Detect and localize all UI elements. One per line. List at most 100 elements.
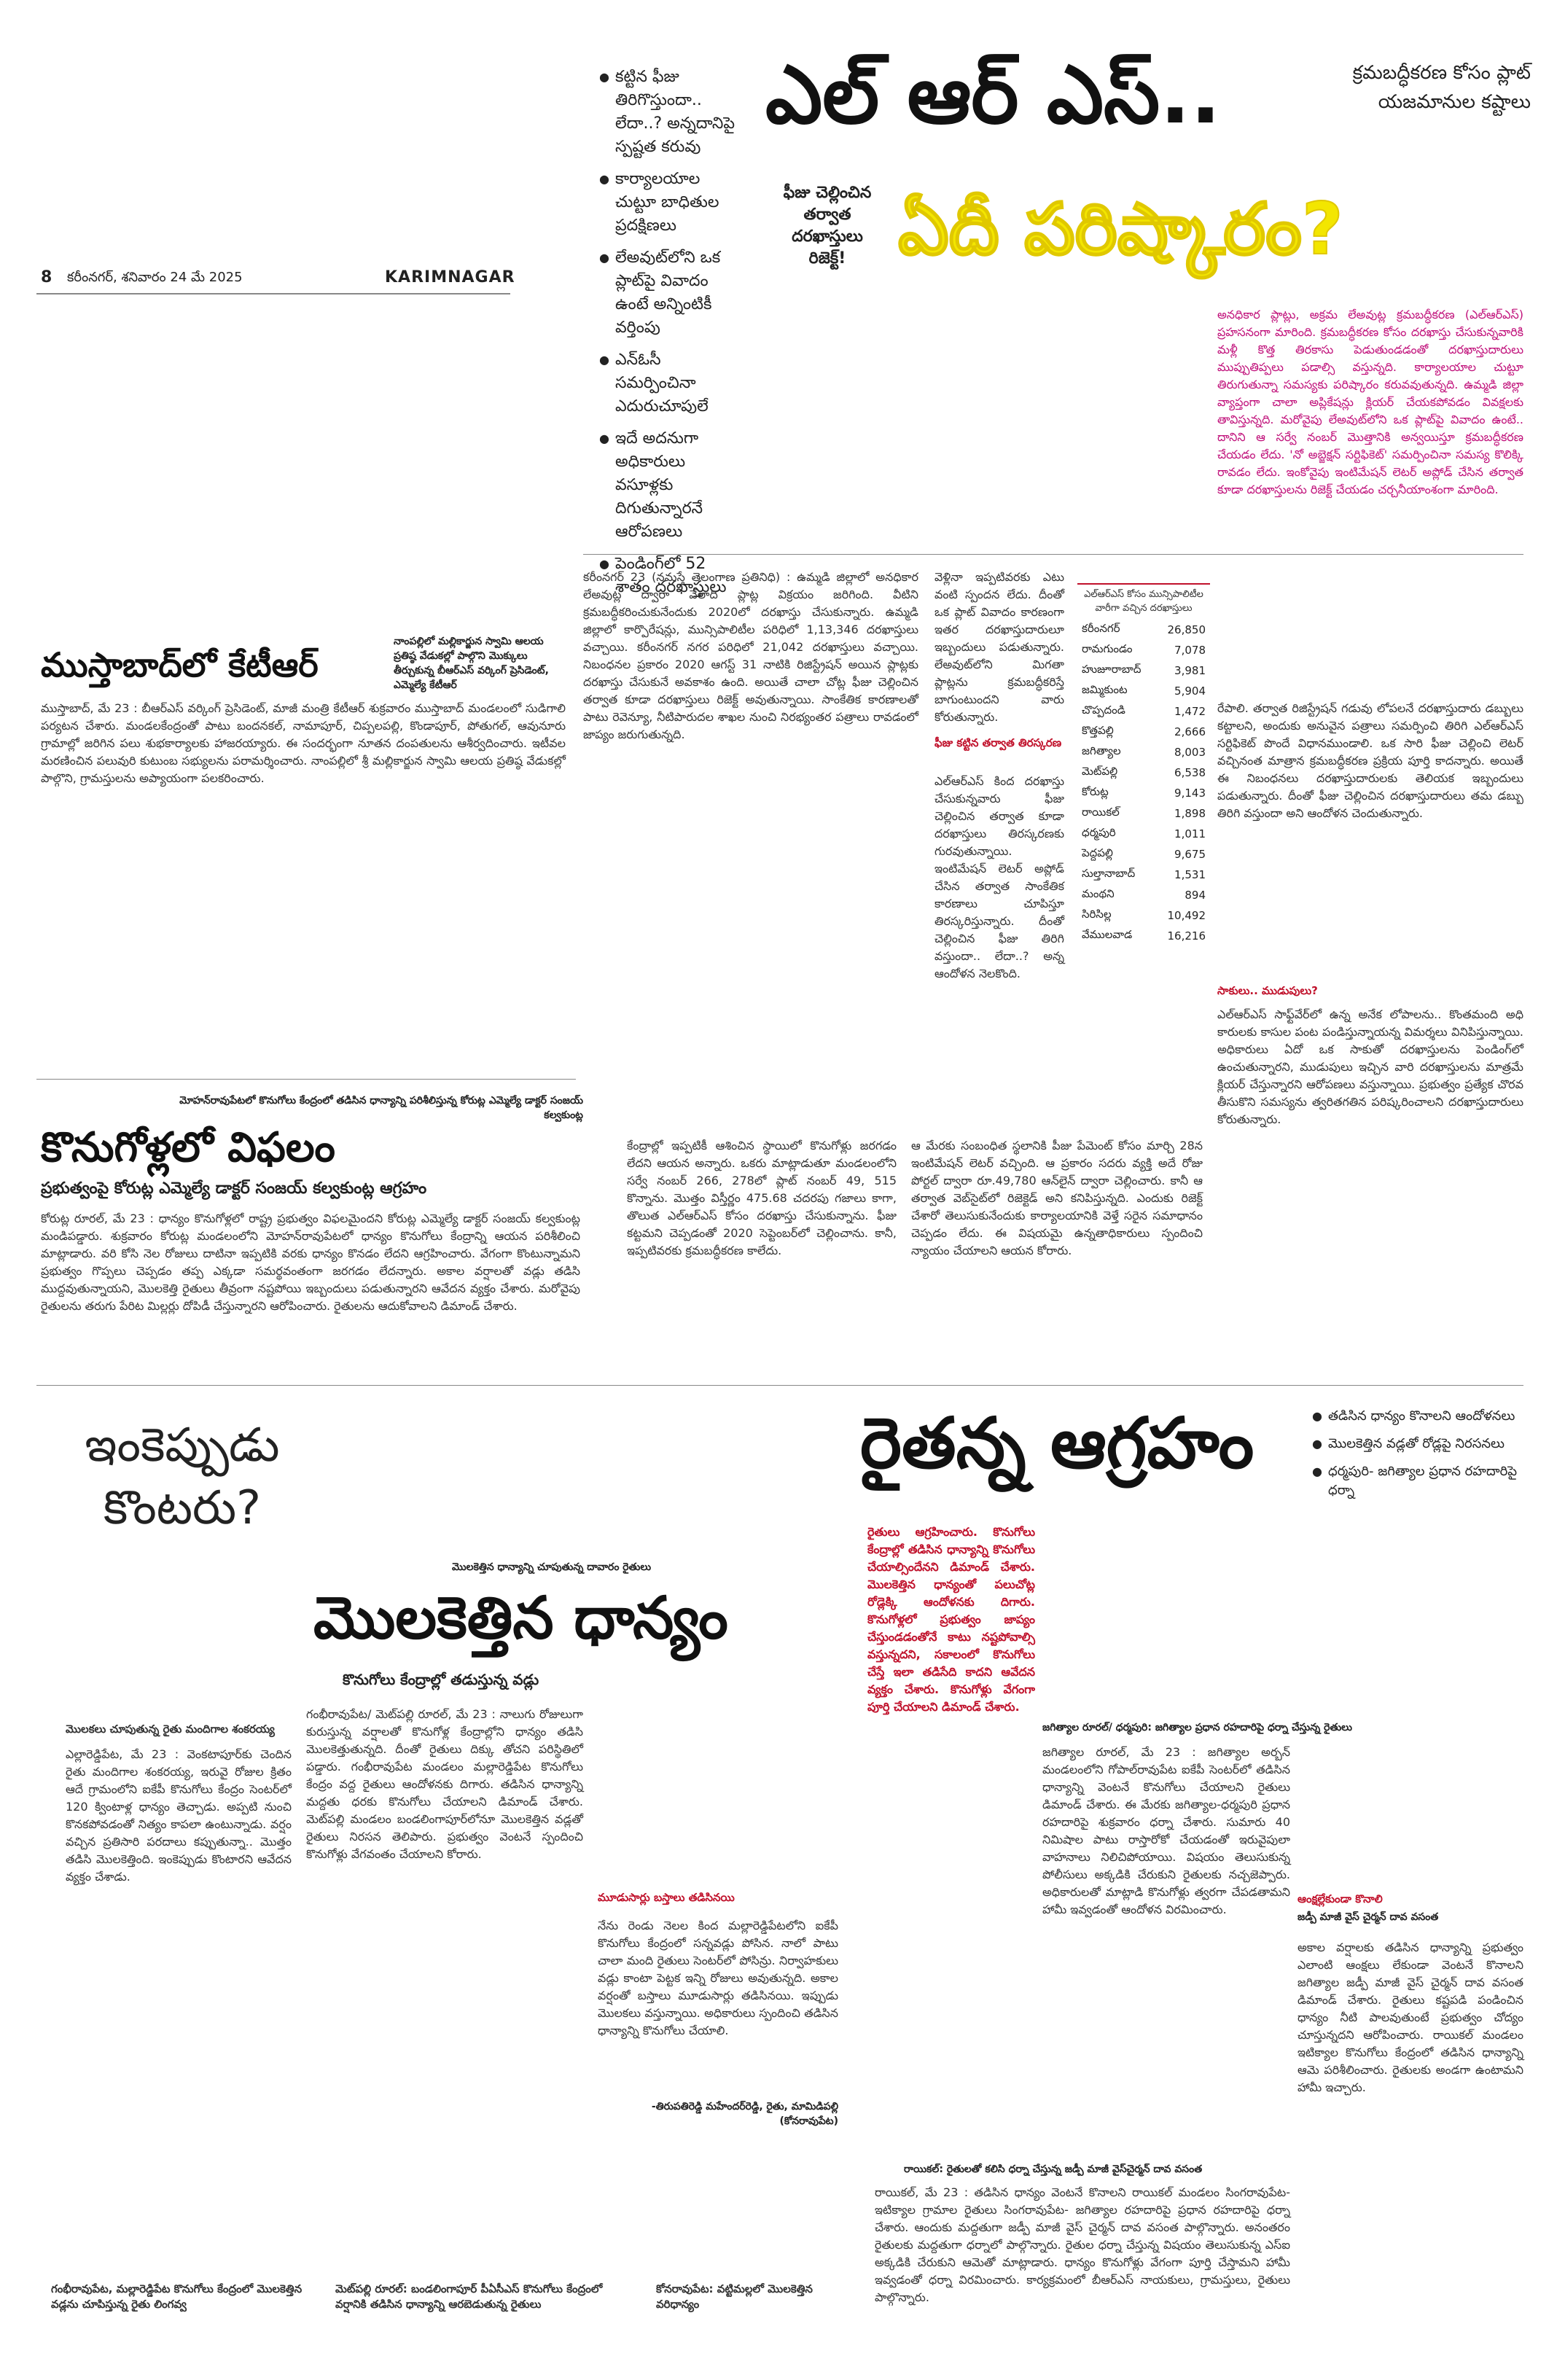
sprout-col-2: గంభీరావుపేట/ మెట్‌పల్లి రూరల్, మే 23 : న… (306, 1707, 583, 1861)
lrs-divider (583, 554, 1523, 555)
ktr-headline: ముస్తాబాద్‌లో కేటీఆర్ (41, 645, 319, 684)
sprout-kicker: మొలకెత్తిన ధాన్యాన్ని చూపుతున్న దావారం ర… (452, 1561, 652, 1573)
table-cell-town: సుల్తానాబాద్ (1082, 867, 1136, 880)
table-cell-town: సిరిసిల్ల (1082, 908, 1112, 921)
table-row: చొప్పదండి 1,472 (1077, 701, 1210, 722)
table-cell-town: పెద్దపల్లి (1082, 846, 1113, 859)
farmer-bullet: ధర్మపురి- జగిత్యాల ప్రధాన రహదారిపై ధర్నా (1312, 1462, 1523, 1500)
table-cell-town: రాయికల్ (1082, 805, 1120, 819)
lrs-headline-2: ఏదీ పరిష్కారం? (897, 187, 1344, 272)
purchase-kicker: మోహన్‌రావుపేటలో కొనుగోలు కేంద్రంలో తడిసి… (179, 1095, 583, 1121)
table-cell-count: 8,003 (1174, 746, 1206, 759)
table-cell-count: 1,011 (1174, 827, 1206, 840)
dateline: కరీంనగర్, శనివారం 24 మే 2025 (67, 270, 243, 285)
bottom-caption-1: గంభీరావుపేట, మల్లారెడ్డిపేట కొనుగోలు కేం… (51, 2282, 303, 2311)
pending-table-caption: ఎల్‌ఆర్‌ఎస్ కోసం మున్సిపాలిటీల వారీగా వచ… (1084, 589, 1203, 614)
farmer-bullet: మొలకెత్తిన వడ్లతో రోడ్లపై నిరసనలు (1312, 1435, 1523, 1454)
table-row: కొత్తపల్లి 2,666 (1077, 722, 1210, 742)
table-cell-town: మంథని (1082, 887, 1115, 900)
purchase-col-1: కేంద్రాల్లో ఇప్పటికీ ఆశించిన స్థాయిలో కొ… (627, 1139, 897, 1257)
table-cell-count: 10,492 (1167, 909, 1206, 922)
dharmapuri-kicker: జగిత్యాల రూరల్/ ధర్మపురి: జగిత్యాల ప్రధా… (1042, 1722, 1352, 1733)
raikal-body: రాయికల్, మే 23 : తడిసిన ధాన్యం వెంటనే కొ… (875, 2185, 1290, 2304)
lrs-right-subhead: సాకులు.. ముడుపులు? (1217, 984, 1318, 997)
table-cell-town: చొప్పదండి (1082, 703, 1125, 717)
lrs-bullet: ఇదే అదనుగా అధికారులు వసూళ్లకు దిగుతున్నా… (599, 427, 739, 544)
page-number: 8 (41, 268, 52, 286)
bottom-caption-2: మెట్‌పల్లి రూరల్: బండలింగాపూర్ పీఏసీఎస్ … (335, 2282, 603, 2311)
table-cell-count: 16,216 (1167, 929, 1206, 943)
table-cell-town: రామగుండం (1082, 642, 1133, 655)
table-row: ధర్మపురి 1,011 (1077, 824, 1210, 844)
table-cell-count: 26,850 (1167, 623, 1206, 636)
lrs-right-col: రేపాలి. తర్వాత రిజిస్ట్రేషన్ గడువు లోపలన… (1217, 701, 1523, 820)
sprout-quote: నేను రెండు నెలల కింద మల్లారెడ్డిపేటలోని … (598, 1919, 838, 2037)
lrs-subhead-1: ఫీజు కట్టిన తర్వాత తిరస్కరణ (934, 736, 1062, 749)
farmer-question: ఇంకెప్పుడు కొంటరు? (85, 1419, 280, 1535)
farmer-bullet-list: తడిసిన ధాన్యం కొనాలని ఆందోళనలు మొలకెత్తి… (1312, 1407, 1523, 1509)
table-cell-town: మెట్‌పల్లి (1082, 765, 1118, 778)
table-cell-town: వేములవాడ (1082, 928, 1133, 941)
farmer-headline: రైతన్న ఆగ్రహం (860, 1402, 1254, 1484)
table-row: రామగుండం 7,078 (1077, 640, 1210, 660)
bottom-caption-3: కోనరావుపేట: వట్టిమల్లలో మొలకెత్తిన వరిధా… (656, 2282, 813, 2311)
lrs-intro: అనధికార ప్లాట్లు, అక్రమ లేఅవుట్ల క్రమబద్… (1217, 308, 1523, 496)
table-row: సిరిసిల్ల 10,492 (1077, 905, 1210, 926)
table-row: మంథని 894 (1077, 885, 1210, 905)
table-cell-count: 5,904 (1174, 684, 1206, 698)
table-cell-count: 1,898 (1174, 807, 1206, 820)
table-row: మెట్‌పల్లి 6,538 (1077, 762, 1210, 783)
table-cell-count: 9,143 (1174, 787, 1206, 800)
table-cell-count: 1,531 (1174, 868, 1206, 881)
table-cell-town: హుజూరాబాద్ (1082, 663, 1142, 676)
lrs-col-1: కరీంనగర్ 23 (నమస్తే తెలంగాణ ప్రతినిధి) :… (583, 570, 918, 741)
dharmapuri-body-2: అకాల వర్షాలకు తడిసిన ధాన్యాన్ని ప్రభుత్వ… (1298, 1940, 1523, 2094)
left-divider-1 (36, 1079, 576, 1080)
table-row: పెద్దపల్లి 9,675 (1077, 844, 1210, 865)
table-cell-count: 1,472 (1174, 705, 1206, 718)
lrs-bullet: పెండింగ్‌లో 52 శాతం దరఖాస్తులు (599, 553, 739, 599)
dharmapuri-subhead: ఆంక్షల్లేకుండా కొనాలి (1298, 1892, 1383, 1905)
table-row: హుజూరాబాద్ 3,981 (1077, 660, 1210, 681)
table-row: కరీంనగర్ 26,850 (1077, 620, 1210, 640)
table-cell-count: 2,666 (1174, 725, 1206, 738)
middle-divider (36, 1385, 1523, 1386)
purchase-body: కోరుట్ల రూరల్, మే 23 : ధాన్యం కొనుగోళ్లల… (41, 1212, 580, 1313)
purchase-deck: ప్రభుత్వంపై కోరుట్ల ఎమ్మెల్యే డాక్టర్ సం… (41, 1179, 427, 1198)
table-cell-town: కొత్తపల్లి (1082, 724, 1114, 737)
purchase-headline: కొనుగోళ్లలో విఫలం (41, 1124, 335, 1171)
purchase-col-2: ఆ మేరకు సంబంధిత స్థలానికి పీజు పేమెంట్ క… (911, 1139, 1203, 1257)
lrs-col-2b: ఎల్‌ఆర్‌ఎస్ కింద దరఖాస్తు చేసుకున్నవారు … (934, 774, 1064, 980)
pending-table: కరీంనగర్ 26,850 రామగుండం 7,078 హుజూరాబాద్ 3,9… (1077, 620, 1210, 946)
table-cell-town: కరీంనగర్ (1082, 622, 1120, 635)
sprout-col-1: ఎల్లారెడ్డిపేట, మే 23 : వెంకటాపూర్‌కు చె… (66, 1747, 292, 1884)
sprout-headline: మొలకెత్తిన ధాన్యం (313, 1584, 728, 1652)
table-cell-count: 6,538 (1174, 766, 1206, 779)
sprout-quote-by: -తిరుపతిరెడ్డి మహేందర్‌రెడ్డి, రైతు, మామ… (651, 2101, 838, 2127)
table-row: వేములవాడ 16,216 (1077, 926, 1210, 946)
table-cell-town: ధర్మపురి (1082, 826, 1116, 839)
lrs-headline: ఎల్ ఆర్ ఎస్.. (765, 48, 1221, 141)
farmer-red-text: రైతులు ఆగ్రహించారు. కొనుగోలు కేంద్రాల్లో… (867, 1525, 1035, 1714)
ktr-kicker: నాంపల్లిలో మల్లికార్జున స్వామి ఆలయ ప్రతి… (394, 636, 549, 691)
table-row: జగిత్యాల 8,003 (1077, 742, 1210, 762)
lrs-bullet-list: కట్టిన ఫీజు తిరిగొస్తుందా.. లేదా..? అన్న… (599, 66, 739, 608)
lrs-bullet: కట్టిన ఫీజు తిరిగొస్తుందా.. లేదా..? అన్న… (599, 66, 739, 159)
dharmapuri-sub-by: జడ్పీ మాజీ వైస్ చైర్మన్ దావ వసంత (1298, 1911, 1439, 1923)
table-cell-count: 9,675 (1174, 848, 1206, 861)
lrs-bullet: ఎన్‌ఓసీ సమర్పించినా ఎదురుచూపులే (599, 348, 739, 418)
lrs-bullet: కార్యాలయాల చుట్టూ బాధితుల ప్రదక్షిణలు (599, 168, 739, 238)
table-cell-town: జగిత్యాల (1082, 744, 1121, 757)
lrs-tag: ఫీజు చెల్లించిన తర్వాత దరఖాస్తులు రిజెక్… (783, 184, 872, 268)
sprout-subhead: మూడుసార్లు బస్తాలు తడిసినయి (598, 1891, 735, 1904)
edition-name: KARIMNAGAR (385, 268, 515, 286)
lrs-col-2: వెళ్లినా ఇప్పటివరకు ఎటు వంటి స్పందన లేదు… (934, 570, 1064, 724)
table-cell-count: 894 (1185, 889, 1206, 902)
sprout-photo-caption: మొలకలు చూపుతున్న రైతు మందిగాల శంకరయ్య (66, 1722, 275, 1736)
farmer-bullet: తడిసిన ధాన్యం కొనాలని ఆందోళనలు (1312, 1407, 1523, 1426)
ktr-body: ముస్తాబాద్, మే 23 : బీఆర్‌ఎస్ వర్కింగ్ ప… (41, 701, 566, 785)
table-cell-count: 7,078 (1174, 644, 1206, 657)
table-cell-count: 3,981 (1174, 664, 1206, 677)
